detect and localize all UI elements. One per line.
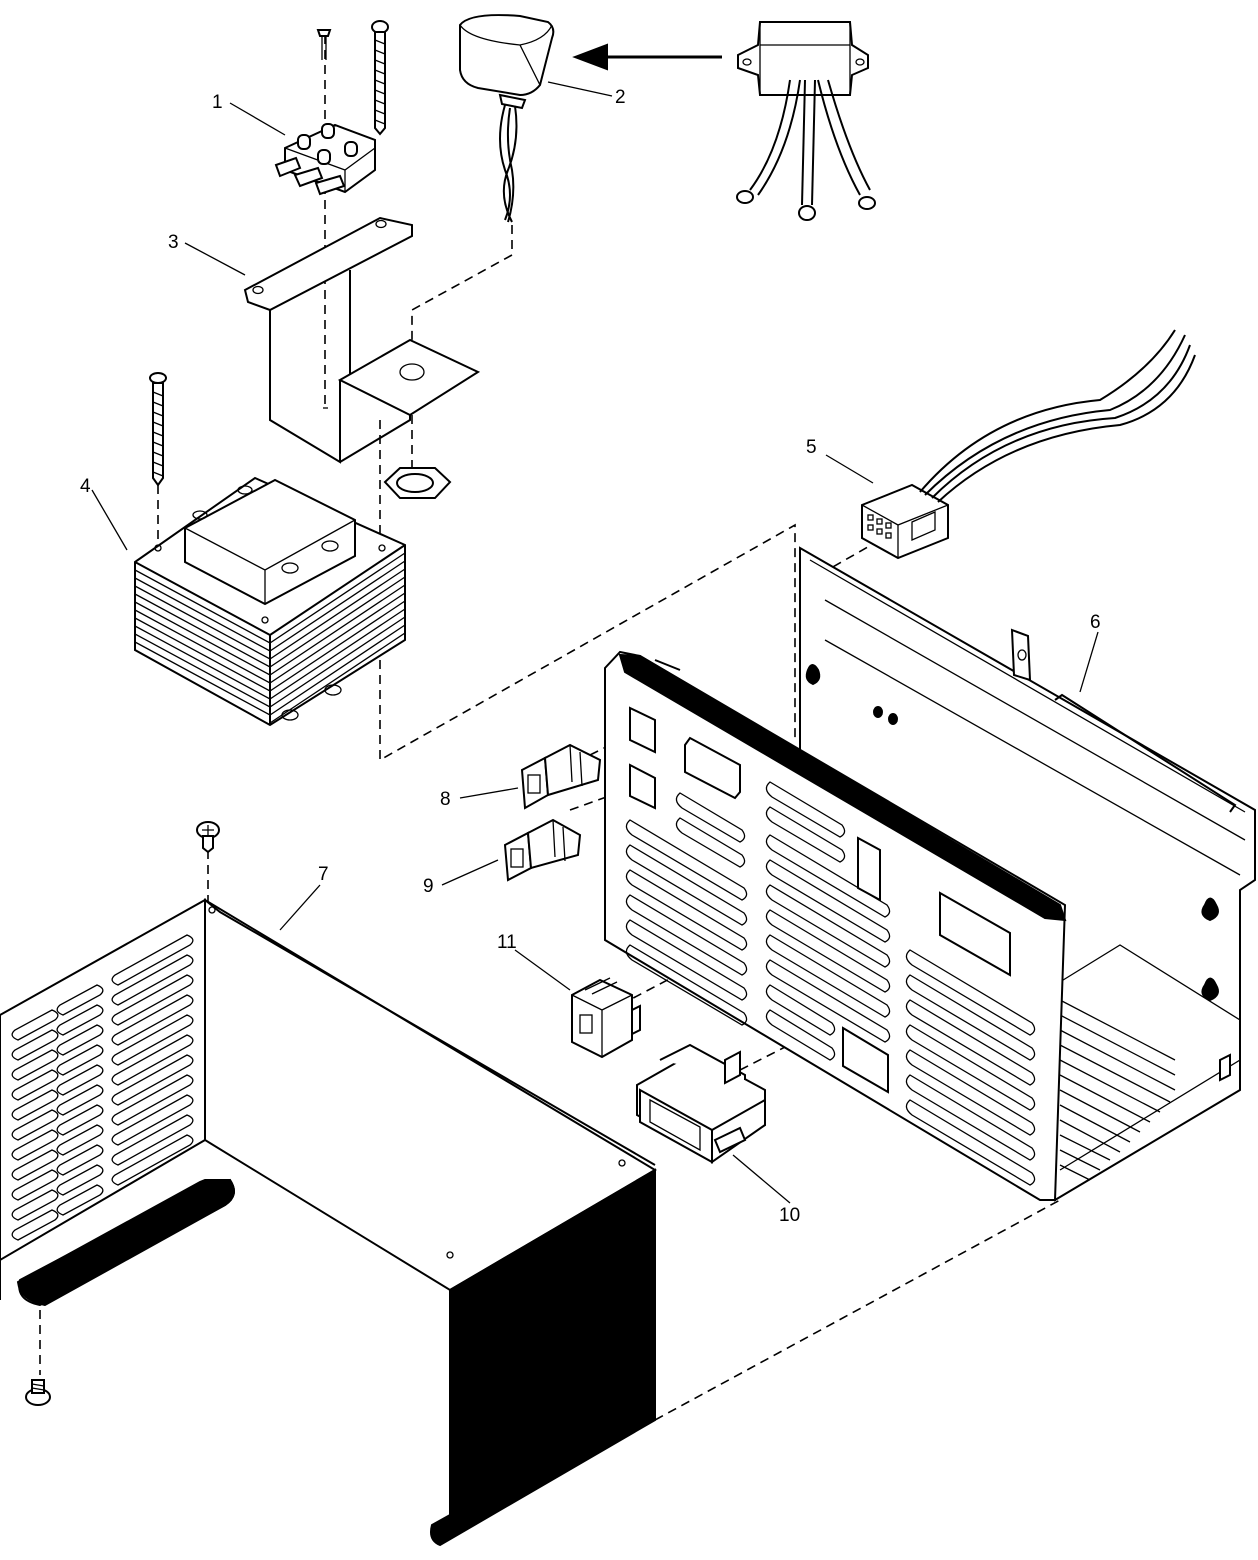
callout-3: 3	[168, 232, 179, 253]
callout-leaders	[91, 81, 1099, 1204]
terminal-block-part-1	[274, 29, 376, 196]
callout-2: 2	[615, 87, 626, 108]
circuit-breaker-part-9	[503, 818, 582, 882]
cover-screw-top	[196, 821, 220, 854]
mounting-bracket-part-3	[243, 216, 481, 464]
callout-8: 8	[440, 789, 451, 810]
front-panel	[604, 650, 1067, 1201]
callout-5: 5	[806, 437, 817, 458]
connector-part-5	[861, 329, 1196, 560]
callout-4: 4	[80, 476, 91, 497]
long-screw-transformer	[149, 372, 167, 487]
lock-nut	[383, 467, 452, 499]
callout-11: 11	[497, 932, 517, 953]
switch-part-11	[571, 977, 641, 1059]
switch-part-10	[636, 1043, 766, 1164]
callout-7: 7	[318, 864, 329, 885]
replacement-module	[736, 21, 876, 221]
callout-10: 10	[779, 1205, 800, 1226]
circuit-breaker-part-8	[520, 743, 602, 810]
replacement-arrow	[572, 43, 722, 71]
callout-9: 9	[423, 876, 434, 897]
long-screw-bracket	[371, 20, 389, 136]
capacitor-part-2	[459, 14, 555, 223]
callout-labels: 1 2 3 4 5 6 7 8 9 11 10	[80, 87, 1101, 1226]
callout-1: 1	[212, 92, 223, 113]
cover-part-7	[0, 898, 657, 1547]
callout-6: 6	[1090, 612, 1101, 633]
cover-screw-bottom	[25, 1379, 51, 1406]
transformer-part-4	[134, 476, 406, 727]
